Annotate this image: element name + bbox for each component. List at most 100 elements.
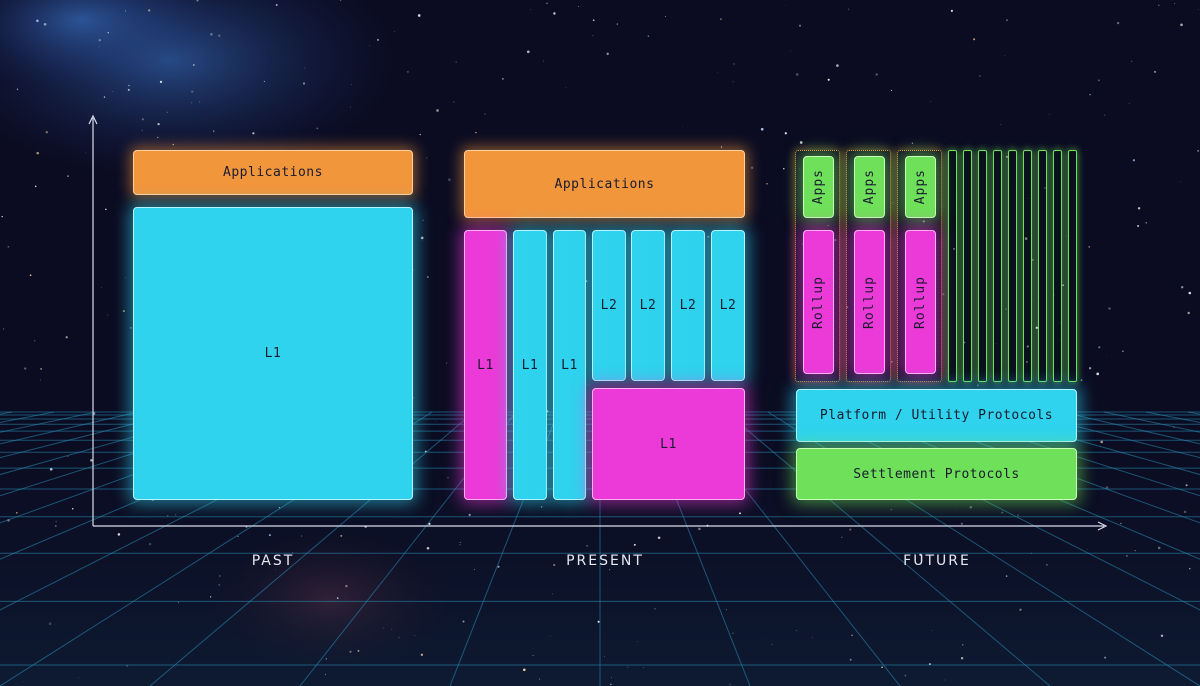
star <box>484 113 486 115</box>
star <box>475 131 477 134</box>
star <box>65 336 68 339</box>
present-l2-b: L2 <box>631 230 665 381</box>
star <box>218 34 221 37</box>
star <box>172 143 175 146</box>
grid-line <box>149 411 475 686</box>
star <box>422 219 424 221</box>
star <box>1189 568 1191 570</box>
star <box>1096 372 1100 376</box>
star <box>977 384 979 386</box>
rollup-column <box>993 150 1002 382</box>
star <box>167 515 169 517</box>
star <box>105 208 107 211</box>
star <box>157 136 159 139</box>
star <box>1005 575 1008 577</box>
star <box>67 175 69 177</box>
future-apps-2: Apps <box>854 156 885 218</box>
star <box>174 666 176 668</box>
star <box>1098 346 1101 349</box>
star <box>1017 514 1019 517</box>
star <box>1065 235 1067 237</box>
star <box>1157 546 1161 550</box>
present-l1-base-label: L1 <box>660 436 677 452</box>
star <box>218 583 221 586</box>
star <box>1132 159 1136 162</box>
star <box>798 24 802 27</box>
star <box>904 674 907 677</box>
star <box>419 133 421 136</box>
star <box>739 512 741 515</box>
star <box>199 101 201 103</box>
star <box>22 681 24 683</box>
star <box>1158 4 1160 7</box>
star <box>324 674 326 675</box>
star <box>707 235 710 238</box>
star <box>919 553 922 556</box>
star <box>834 238 837 242</box>
star <box>459 542 461 543</box>
star <box>357 649 360 652</box>
present-l2-a: L2 <box>592 230 626 381</box>
star <box>546 2 548 5</box>
star <box>453 101 455 103</box>
star <box>875 73 878 76</box>
star <box>219 575 221 577</box>
future-rollup-1: Rollup <box>803 230 834 374</box>
star <box>1044 187 1046 189</box>
star <box>210 33 213 36</box>
star <box>849 658 852 661</box>
star <box>345 584 348 588</box>
star <box>1106 355 1108 356</box>
star <box>1104 656 1107 659</box>
star <box>421 239 423 241</box>
future-apps-2-label: Apps <box>862 169 877 205</box>
star <box>1116 21 1120 25</box>
star <box>349 650 352 653</box>
star <box>130 327 132 329</box>
star <box>588 384 589 386</box>
star <box>141 118 145 121</box>
star <box>90 458 93 462</box>
grid-line <box>0 411 265 497</box>
star <box>196 0 199 2</box>
star <box>785 5 786 6</box>
star <box>1088 246 1090 248</box>
star <box>420 236 424 240</box>
star <box>117 533 121 536</box>
star <box>16 88 19 90</box>
star <box>597 620 600 623</box>
star <box>462 620 465 623</box>
star <box>16 512 18 514</box>
star <box>420 653 424 656</box>
star <box>1080 379 1083 382</box>
star <box>1187 311 1190 315</box>
star <box>446 362 448 364</box>
rollup-column <box>1008 150 1017 382</box>
star <box>578 5 580 7</box>
star <box>67 455 69 457</box>
star <box>944 679 946 681</box>
present-l2-c: L2 <box>671 230 705 381</box>
star <box>848 8 850 10</box>
future-rollup-2: Rollup <box>854 230 885 374</box>
star <box>1137 224 1140 228</box>
future-rollup-3-label: Rollup <box>913 275 928 329</box>
star <box>698 527 701 531</box>
star <box>657 536 661 540</box>
era-label-future: FUTURE <box>903 553 971 569</box>
star <box>1028 198 1029 199</box>
star <box>643 667 644 668</box>
star <box>1089 93 1091 96</box>
star <box>1059 340 1061 342</box>
star <box>606 52 609 56</box>
star <box>962 644 964 646</box>
star <box>931 630 933 632</box>
star <box>383 627 385 629</box>
star <box>36 19 39 23</box>
grid-line <box>0 411 223 476</box>
star <box>530 9 532 10</box>
future-rollup-columns <box>948 150 1078 382</box>
star <box>157 122 160 126</box>
grid-line <box>935 411 1200 497</box>
star <box>1031 258 1034 262</box>
